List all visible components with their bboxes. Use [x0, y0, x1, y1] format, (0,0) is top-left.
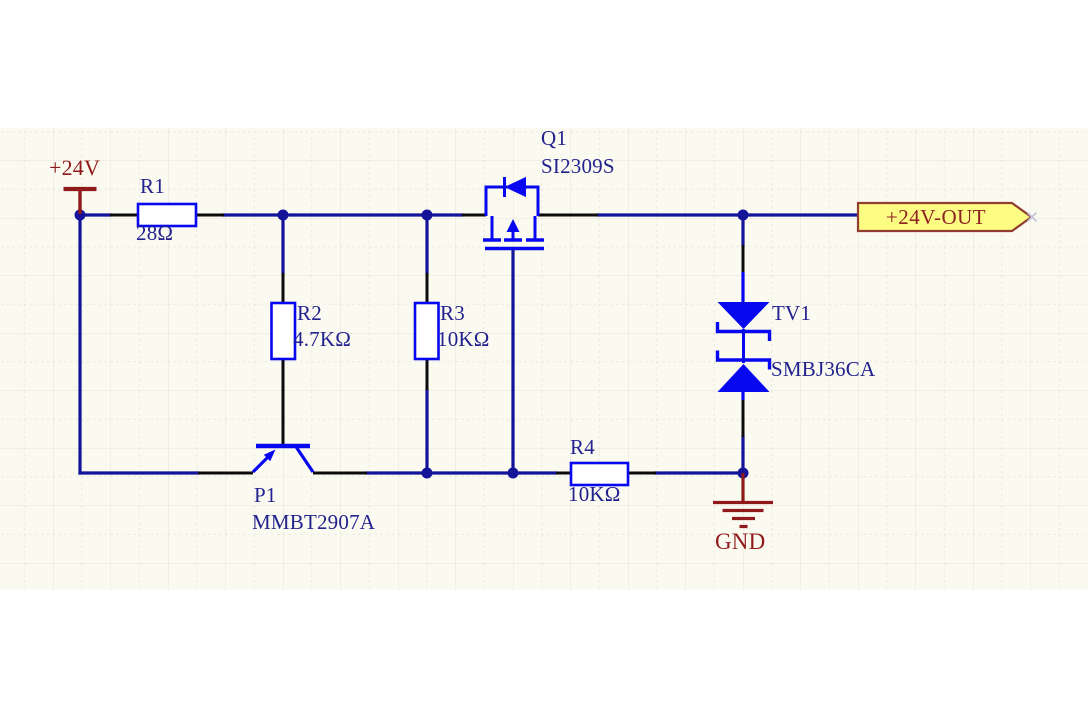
q1-designator[interactable]: Q1 — [541, 126, 568, 150]
tv1-designator[interactable]: TV1 — [772, 301, 812, 325]
r4-value[interactable]: 10KΩ — [568, 482, 621, 506]
output-port[interactable] — [856, 201, 1038, 233]
resistor-r4[interactable] — [569, 461, 630, 487]
q1-value[interactable]: SI2309S — [541, 154, 615, 178]
resistor-r2[interactable] — [270, 301, 297, 361]
q1-channel-arrow — [506, 219, 520, 232]
mosfet-q1[interactable] — [483, 176, 544, 251]
power-symbol-24v[interactable] — [63, 186, 97, 214]
ground-symbol[interactable] — [713, 473, 773, 529]
port-arrow-shape — [856, 201, 1034, 233]
r2-designator[interactable]: R2 — [297, 301, 322, 325]
r4-designator[interactable]: R4 — [570, 435, 595, 459]
p1-value[interactable]: MMBT2907A — [252, 510, 376, 534]
p1-emitter-arrow — [263, 449, 276, 462]
transistor-p1[interactable] — [251, 443, 315, 474]
p1-emitter — [251, 456, 269, 474]
power-net-label[interactable]: +24V — [49, 155, 101, 180]
r1-value[interactable]: 28Ω — [136, 221, 174, 245]
r3-value[interactable]: 10KΩ — [437, 327, 490, 351]
tvs-diode-tv1[interactable] — [715, 272, 772, 400]
ground-bars-icon — [713, 500, 773, 529]
port-tip-marker — [1026, 211, 1038, 223]
resistor-r3[interactable] — [413, 301, 440, 361]
tv1-value[interactable]: SMBJ36CA — [771, 357, 876, 381]
wires[interactable] — [78, 213, 860, 475]
r3-designator[interactable]: R3 — [440, 301, 465, 325]
p1-designator[interactable]: P1 — [254, 483, 277, 507]
resistor-r1[interactable] — [136, 202, 198, 228]
q1-body-diode — [504, 176, 526, 198]
p1-collector — [295, 446, 315, 473]
r1-designator[interactable]: R1 — [140, 174, 165, 198]
output-port-label[interactable]: +24V-OUT — [885, 204, 987, 229]
ground-net-label[interactable]: GND — [715, 529, 766, 554]
component-pins — [110, 213, 745, 475]
r2-value[interactable]: 4.7KΩ — [293, 327, 352, 351]
junction-dots — [74, 209, 749, 479]
